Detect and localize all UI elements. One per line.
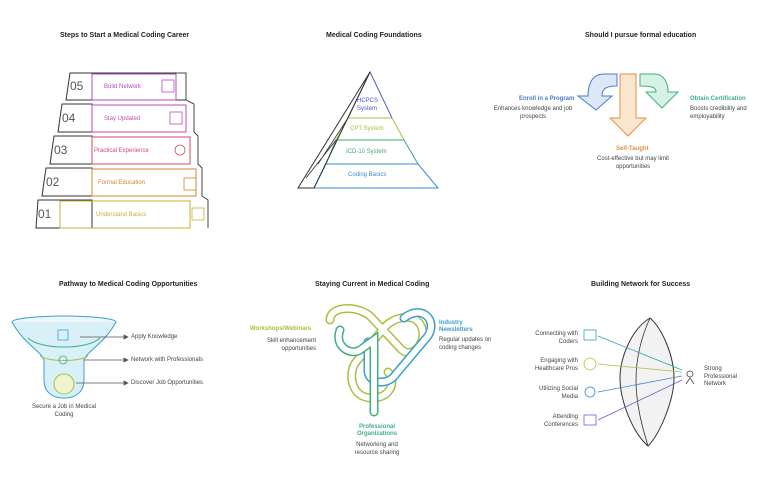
enroll-title: Enroll in a Program (519, 96, 575, 102)
pyramid-hcpcs-line1: HCPCS (357, 98, 379, 104)
ray-social (597, 375, 683, 393)
lens-shape (619, 317, 675, 447)
enroll-arrow (576, 73, 618, 111)
knot-workshops-strand (325, 304, 428, 403)
step-03-number: 03 (54, 143, 68, 157)
newsletters-title: Industry Newsletters (439, 320, 473, 334)
newsletters-desc: Regular updates on coding changes (439, 337, 492, 351)
basics-icon (191, 207, 205, 221)
update-icon (169, 111, 183, 125)
pathway-outcome: Secure a Job in Medical Coding (31, 404, 97, 418)
organizations-title: Professional Organizations (356, 424, 397, 438)
ray-healthcare (597, 363, 683, 373)
education-icon (183, 177, 197, 191)
social-media-icon (584, 386, 596, 398)
knowledge-icon (57, 329, 69, 341)
step-03-label: Practical Experience (94, 148, 149, 154)
step-04-label: Stay Updated (104, 116, 141, 122)
pyramid-basics-label: Coding Basics (348, 172, 387, 178)
step-02-number: 02 (46, 175, 60, 189)
pyramid-hcpcs-line2: System (357, 106, 378, 112)
pyramid-icd10-label: ICD-10 System (346, 149, 387, 155)
steps-title: Steps to Start a Medical Coding Career (60, 32, 190, 39)
network-item-conferences: Attending Conferences (543, 414, 578, 428)
cert-desc: Boosts credibility and employability (690, 106, 747, 120)
conferences-icon (583, 414, 597, 426)
network-icon (161, 79, 175, 93)
healthcare-icon (583, 357, 597, 371)
education-title: Should I pursue formal education (585, 32, 697, 39)
self-taught-desc: Cost-effective but may limit opportuniti… (597, 156, 669, 170)
workshops-desc: Skill enhancement opportunities (266, 338, 316, 352)
pathway-item-apply: Apply Knowledge (131, 334, 178, 340)
pathway-item-discover: Discover Job Opportunities (131, 380, 204, 386)
job-icon (53, 373, 75, 395)
person-icon (174, 144, 186, 156)
network-outcome: Strong Professional Network (704, 366, 738, 387)
ray-conferences (597, 379, 683, 421)
pathway-item-network: Network with Professionals (131, 357, 204, 363)
step-01-number: 01 (38, 207, 52, 221)
cert-title: Obtain Certification (690, 96, 746, 102)
step-02-label: Formal Education (98, 180, 146, 186)
network-item-social: Utilizing Social Media (538, 386, 578, 400)
certification-arrow (639, 73, 680, 109)
funnel-body (11, 321, 117, 399)
ray-coders (597, 335, 683, 371)
step-01-label: Understand Basics (96, 212, 147, 218)
pyramid-cpt-label: CPT System (350, 126, 384, 132)
network-people-icon (58, 355, 68, 365)
coders-icon (583, 329, 597, 341)
knot-organizations-strand (334, 325, 379, 417)
organizations-desc: Networking and resource sharing (354, 442, 400, 456)
network-title: Building Network for Success (591, 281, 691, 288)
funnel-top-rim (11, 315, 117, 329)
step-04-number: 04 (62, 111, 76, 125)
foundations-title: Medical Coding Foundations (326, 32, 422, 39)
workshops-title: Workshops/Webinars (250, 326, 312, 332)
professional-person-icon (686, 370, 694, 378)
network-item-coders: Connecting with Coders (535, 331, 578, 345)
step-05-label: Build Network (104, 84, 142, 90)
self-taught-title: Self-Taught (616, 146, 649, 152)
self-taught-arrow (608, 73, 648, 137)
pathway-title: Pathway to Medical Coding Opportunities (59, 281, 198, 288)
enroll-desc: Enhances knowledge and job prospects (493, 106, 573, 120)
current-title: Staying Current in Medical Coding (315, 281, 430, 288)
network-item-healthcare: Engaging with Healthcare Pros (534, 358, 578, 372)
knot-newsletters-strand (363, 308, 436, 387)
step-05-number: 05 (70, 79, 84, 93)
